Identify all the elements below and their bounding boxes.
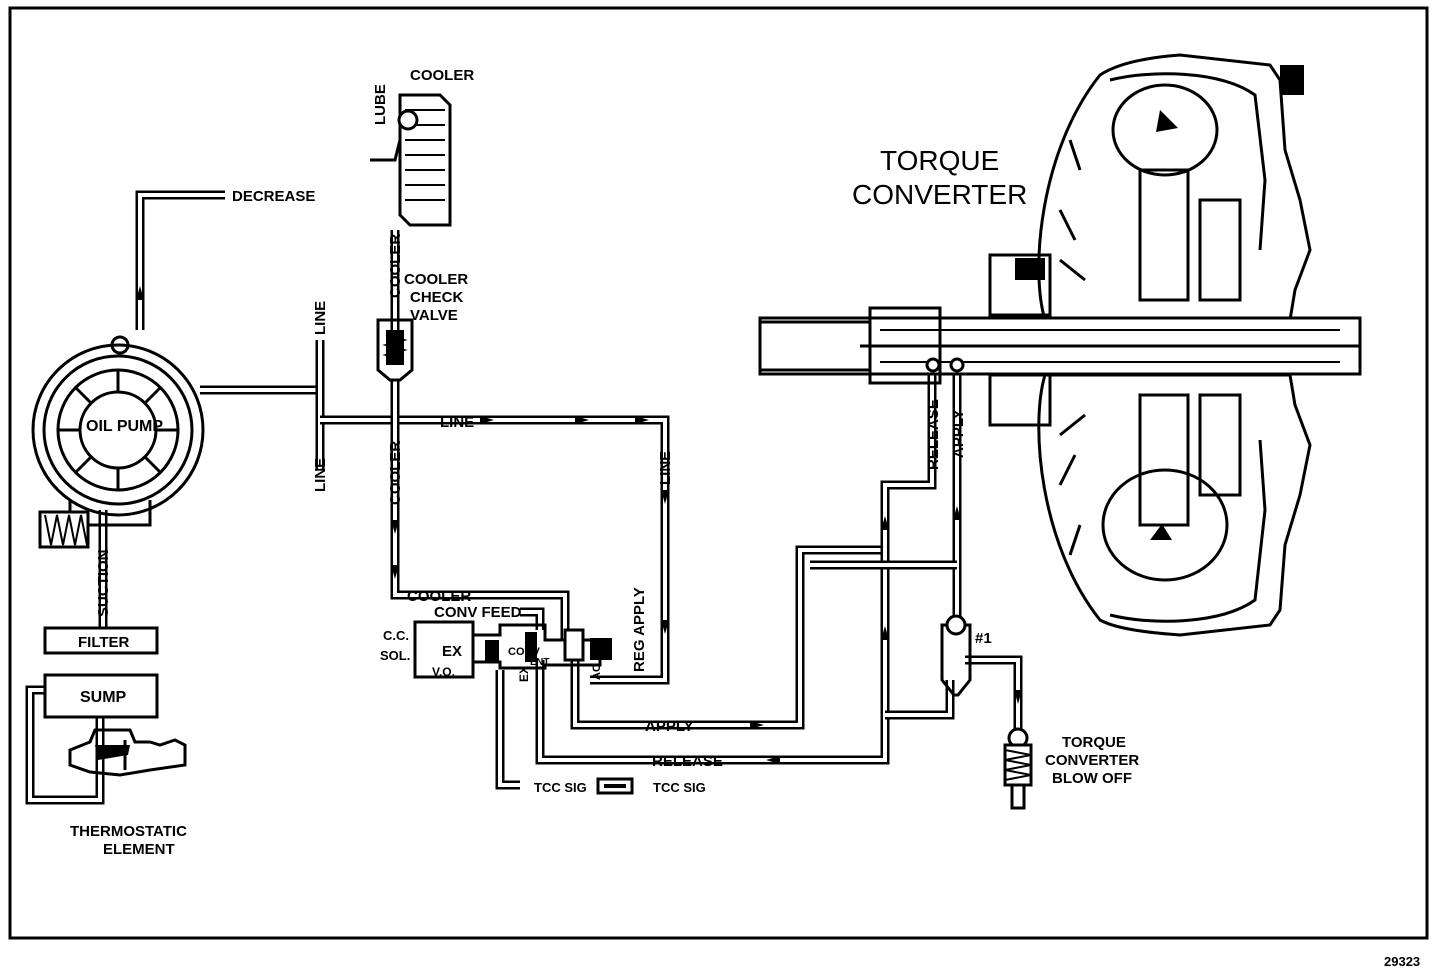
thermostatic-label-2: ELEMENT	[103, 841, 175, 858]
torque-converter-title-2: CONVERTER	[852, 179, 1027, 210]
diagram-frame	[8, 6, 1429, 940]
cooler-check-valve-label-3: VALVE	[410, 307, 458, 324]
torque-converter-blow-off-valve	[1003, 727, 1033, 810]
cooler-check-valve	[376, 318, 414, 382]
cc-solenoid: EX V.O.	[413, 620, 475, 679]
cooler-horizontal-label: COOLER	[407, 588, 471, 605]
lube-label: LUBE	[372, 84, 389, 125]
thermostatic-label-1: THERMOSTATIC	[70, 823, 187, 840]
figure-number: 29323	[1384, 954, 1420, 969]
fluid-passages	[25, 190, 1023, 805]
sump-label: SUMP	[80, 689, 127, 706]
vo-label: V.O.	[432, 665, 455, 679]
cooler-vertical-lower-label: COOLER	[387, 441, 404, 505]
labels: COOLER LUBE COOLER COOLER CHECK VALVE DE…	[70, 67, 1420, 969]
blow-off-label-2: CONVERTER	[1045, 752, 1139, 769]
tcc-sig-filter	[596, 777, 634, 795]
check-ball-1	[940, 614, 972, 697]
release-vertical-label: RELEASE	[925, 399, 942, 470]
suction-label: SUCTION	[95, 550, 112, 618]
filter-label: FILTER	[78, 634, 130, 651]
blow-off-label-1: TORQUE	[1062, 734, 1126, 751]
lnt-label: LNT	[530, 657, 549, 668]
cooler-vertical-upper-label: COOLER	[387, 234, 404, 298]
line-lower-vertical-label: LINE	[312, 458, 329, 492]
line-right-vertical-label: LINE	[657, 451, 674, 485]
ac-label: AC	[591, 664, 603, 680]
converter-clutch-valve: CONV LNT AC	[471, 623, 612, 680]
torque-converter	[758, 53, 1362, 637]
conv-label: CONV	[508, 646, 540, 658]
cooler-check-valve-label-2: CHECK	[410, 289, 464, 306]
conv-feed-label: CONV FEED	[434, 604, 522, 621]
flow-arrows	[136, 286, 1022, 764]
tcc-sig-label-2: TCC SIG	[653, 780, 706, 795]
pressure-regulator-spring	[38, 510, 90, 549]
sump: SUMP	[43, 673, 159, 719]
torque-converter-title-1: TORQUE	[880, 145, 999, 176]
oil-pump: OIL PUMP	[31, 335, 205, 549]
thermostatic-element	[68, 728, 187, 777]
blow-off-label-3: BLOW OFF	[1052, 770, 1132, 787]
apply-horizontal-label: APPLY	[645, 718, 694, 735]
cooler-check-valve-label-1: COOLER	[404, 271, 468, 288]
ex-left-label: EX	[442, 643, 462, 660]
decrease-label: DECREASE	[232, 188, 315, 205]
apply-vertical-label: APPLY	[950, 409, 967, 458]
cc-sol-label-2: SOL.	[380, 648, 410, 663]
cc-sol-label-1: C.C.	[383, 628, 409, 643]
filter: FILTER	[43, 626, 159, 655]
line-upper-vertical-label: LINE	[312, 301, 329, 335]
tcc-sig-label-1: TCC SIG	[534, 780, 587, 795]
ex-mid-label: EX	[517, 666, 531, 682]
release-horizontal-label: RELEASE	[652, 753, 723, 770]
oil-pump-label: OIL PUMP	[86, 418, 163, 435]
line-horizontal-label: LINE	[440, 414, 474, 431]
check-ball-1-label: #1	[975, 630, 992, 647]
cooler-top-label: COOLER	[410, 67, 474, 84]
cooler	[370, 93, 452, 227]
reg-apply-label: REG APPLY	[631, 587, 648, 672]
